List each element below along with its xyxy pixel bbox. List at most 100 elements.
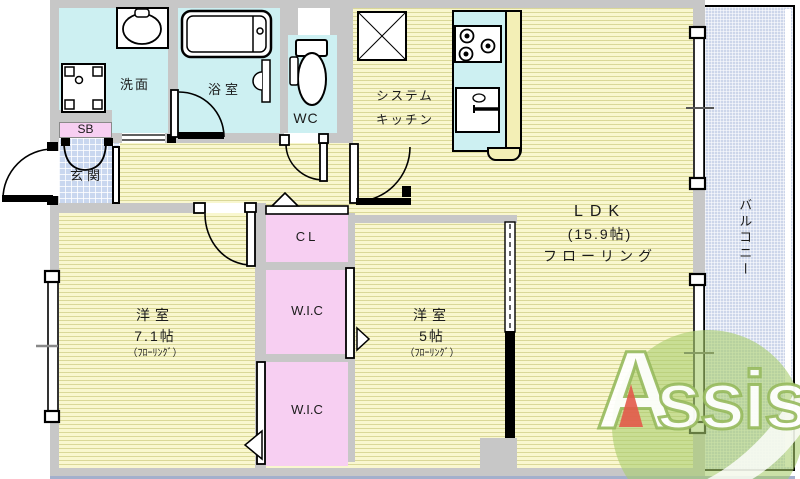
wall-closet-div2 <box>266 354 348 362</box>
bathroom-door-arc <box>178 91 225 138</box>
shoe-box-label-text: SB <box>77 122 94 136</box>
partition-bedroom5-ldk <box>504 221 516 438</box>
bedroom1-door-cap <box>193 202 206 214</box>
shoebox-door-cap <box>61 138 70 146</box>
ldk-door-cap <box>402 186 411 197</box>
bedroom1-door-arc <box>204 213 252 266</box>
wc-label-text: WC <box>293 110 319 126</box>
wall-closet-div1 <box>266 262 348 270</box>
bedroom1-label: 洋室 7.1帖 （ﾌﾛｰﾘﾝｸﾞ） <box>85 307 225 361</box>
wall-top <box>50 0 705 8</box>
entrance-label-text: 玄関 <box>69 168 104 183</box>
wic-lower-door-arrow-icon <box>243 429 263 461</box>
wall-bedroom5-top <box>348 215 517 223</box>
toilet-icon <box>289 39 328 106</box>
bedroom2-label: 洋室 5帖 （ﾌﾛｰﾘﾝｸﾞ） <box>362 307 502 361</box>
bedroom1-door-cap <box>244 202 257 213</box>
wic-upper-door-arrow-icon <box>356 326 371 352</box>
wc-door-arc <box>285 143 325 181</box>
bathtub-icon <box>180 9 273 59</box>
washroom-door-cap <box>167 134 176 143</box>
wc-door-leaf <box>319 142 328 182</box>
wall-wet-bottom-b <box>165 133 284 143</box>
wall-bedroom-divider <box>255 203 266 468</box>
vanity-sink-icon <box>116 7 169 49</box>
wall-partition-foot <box>480 438 517 468</box>
ldk-door-leaf <box>349 143 359 204</box>
wic-upper-door-bar <box>345 267 355 359</box>
window-bedroom1 <box>36 269 61 424</box>
wall-wc-top-right <box>330 8 337 35</box>
bedroom1-door-leaf <box>246 208 256 267</box>
wall-bottom <box>50 468 705 477</box>
bedroom1-name: 洋室 <box>136 307 174 323</box>
bedroom2-floor-type: （ﾌﾛｰﾘﾝｸﾞ） <box>404 348 460 359</box>
closet-area <box>266 213 348 262</box>
entrance-door-leaf <box>2 195 53 202</box>
wc-opening <box>284 133 320 143</box>
bathroom-label: 浴室 <box>195 82 255 98</box>
entrance-step-bar <box>112 146 120 204</box>
bathroom-label-text: 浴室 <box>207 82 242 97</box>
entrance-door-cap <box>47 196 58 205</box>
wic-lower-door-bar <box>256 361 266 465</box>
kitchen-counter-foot <box>487 147 521 161</box>
stove-icon <box>454 25 502 63</box>
wall-corridor-south-a <box>50 203 197 213</box>
entrance-floor <box>59 138 120 203</box>
kitchen-label-line1: システム <box>376 89 434 103</box>
bedroom1-opening <box>197 203 257 213</box>
wall-wc-top-left <box>288 8 298 35</box>
wall-wash-bath <box>168 8 178 133</box>
wic-upper-label: W.I.C <box>266 303 348 319</box>
ldk-door-arc <box>353 146 411 203</box>
shoebox-door-cap <box>104 138 113 146</box>
entrance-door-arc <box>2 148 54 200</box>
bath-basin-icon <box>252 59 271 103</box>
window-ldk-upper <box>686 25 714 191</box>
closet-label-text: CL <box>295 229 319 244</box>
balcony-rail <box>785 9 791 467</box>
closet-door-peak-icon <box>270 191 300 207</box>
entrance-opening <box>50 151 59 196</box>
bedroom2-size: 5帖 <box>419 327 445 344</box>
ldk-size: (15.9帖) <box>567 226 633 242</box>
wall-wc-kitchen <box>337 8 353 143</box>
bedroom1-size: 7.1帖 <box>134 327 176 344</box>
wc-door-cap <box>279 134 290 146</box>
kitchen-sink-icon <box>455 87 500 133</box>
wall-wet-bottom-c <box>322 133 353 143</box>
wic-lower-area <box>266 362 348 466</box>
wc-label: WC <box>286 110 326 128</box>
watermark-rest: ssist <box>655 355 800 446</box>
entrance-label: 玄関 <box>56 168 118 184</box>
baseline-strip <box>50 476 795 479</box>
watermark-leaf <box>612 330 800 479</box>
wic-lower-label: W.I.C <box>266 402 348 418</box>
bathroom-south-wall <box>178 132 224 139</box>
ldk-door-sill <box>356 198 411 205</box>
shoebox-door-arc <box>84 140 107 171</box>
washroom-label-text: 洗面 <box>119 77 150 92</box>
kitchen-label-line2: キッチン <box>375 112 434 127</box>
wall-balcony-b <box>693 180 705 284</box>
wic-upper-area <box>266 270 348 354</box>
washroom-label: 洗面 <box>110 77 160 93</box>
wall-bath-wc <box>280 8 288 135</box>
wall-left <box>50 0 59 468</box>
washroom-opening <box>122 133 165 143</box>
kitchen-label: システム キッチン <box>370 85 440 133</box>
shoe-box-area <box>59 122 112 138</box>
shoe-box-label: SB <box>59 122 112 137</box>
bedroom2-name: 洋室 <box>413 307 451 323</box>
washing-machine-icon <box>61 63 106 113</box>
balcony-label: バルコニー <box>736 180 752 295</box>
wic-lower-label-text: W.I.C <box>291 402 323 417</box>
entrance-door-cap <box>47 142 58 151</box>
ldk-floor-type: フローリング <box>543 247 657 264</box>
wc-door-cap <box>318 133 329 144</box>
closet-door-bar <box>265 205 349 215</box>
balcony-label-text: バルコニー <box>737 197 753 278</box>
